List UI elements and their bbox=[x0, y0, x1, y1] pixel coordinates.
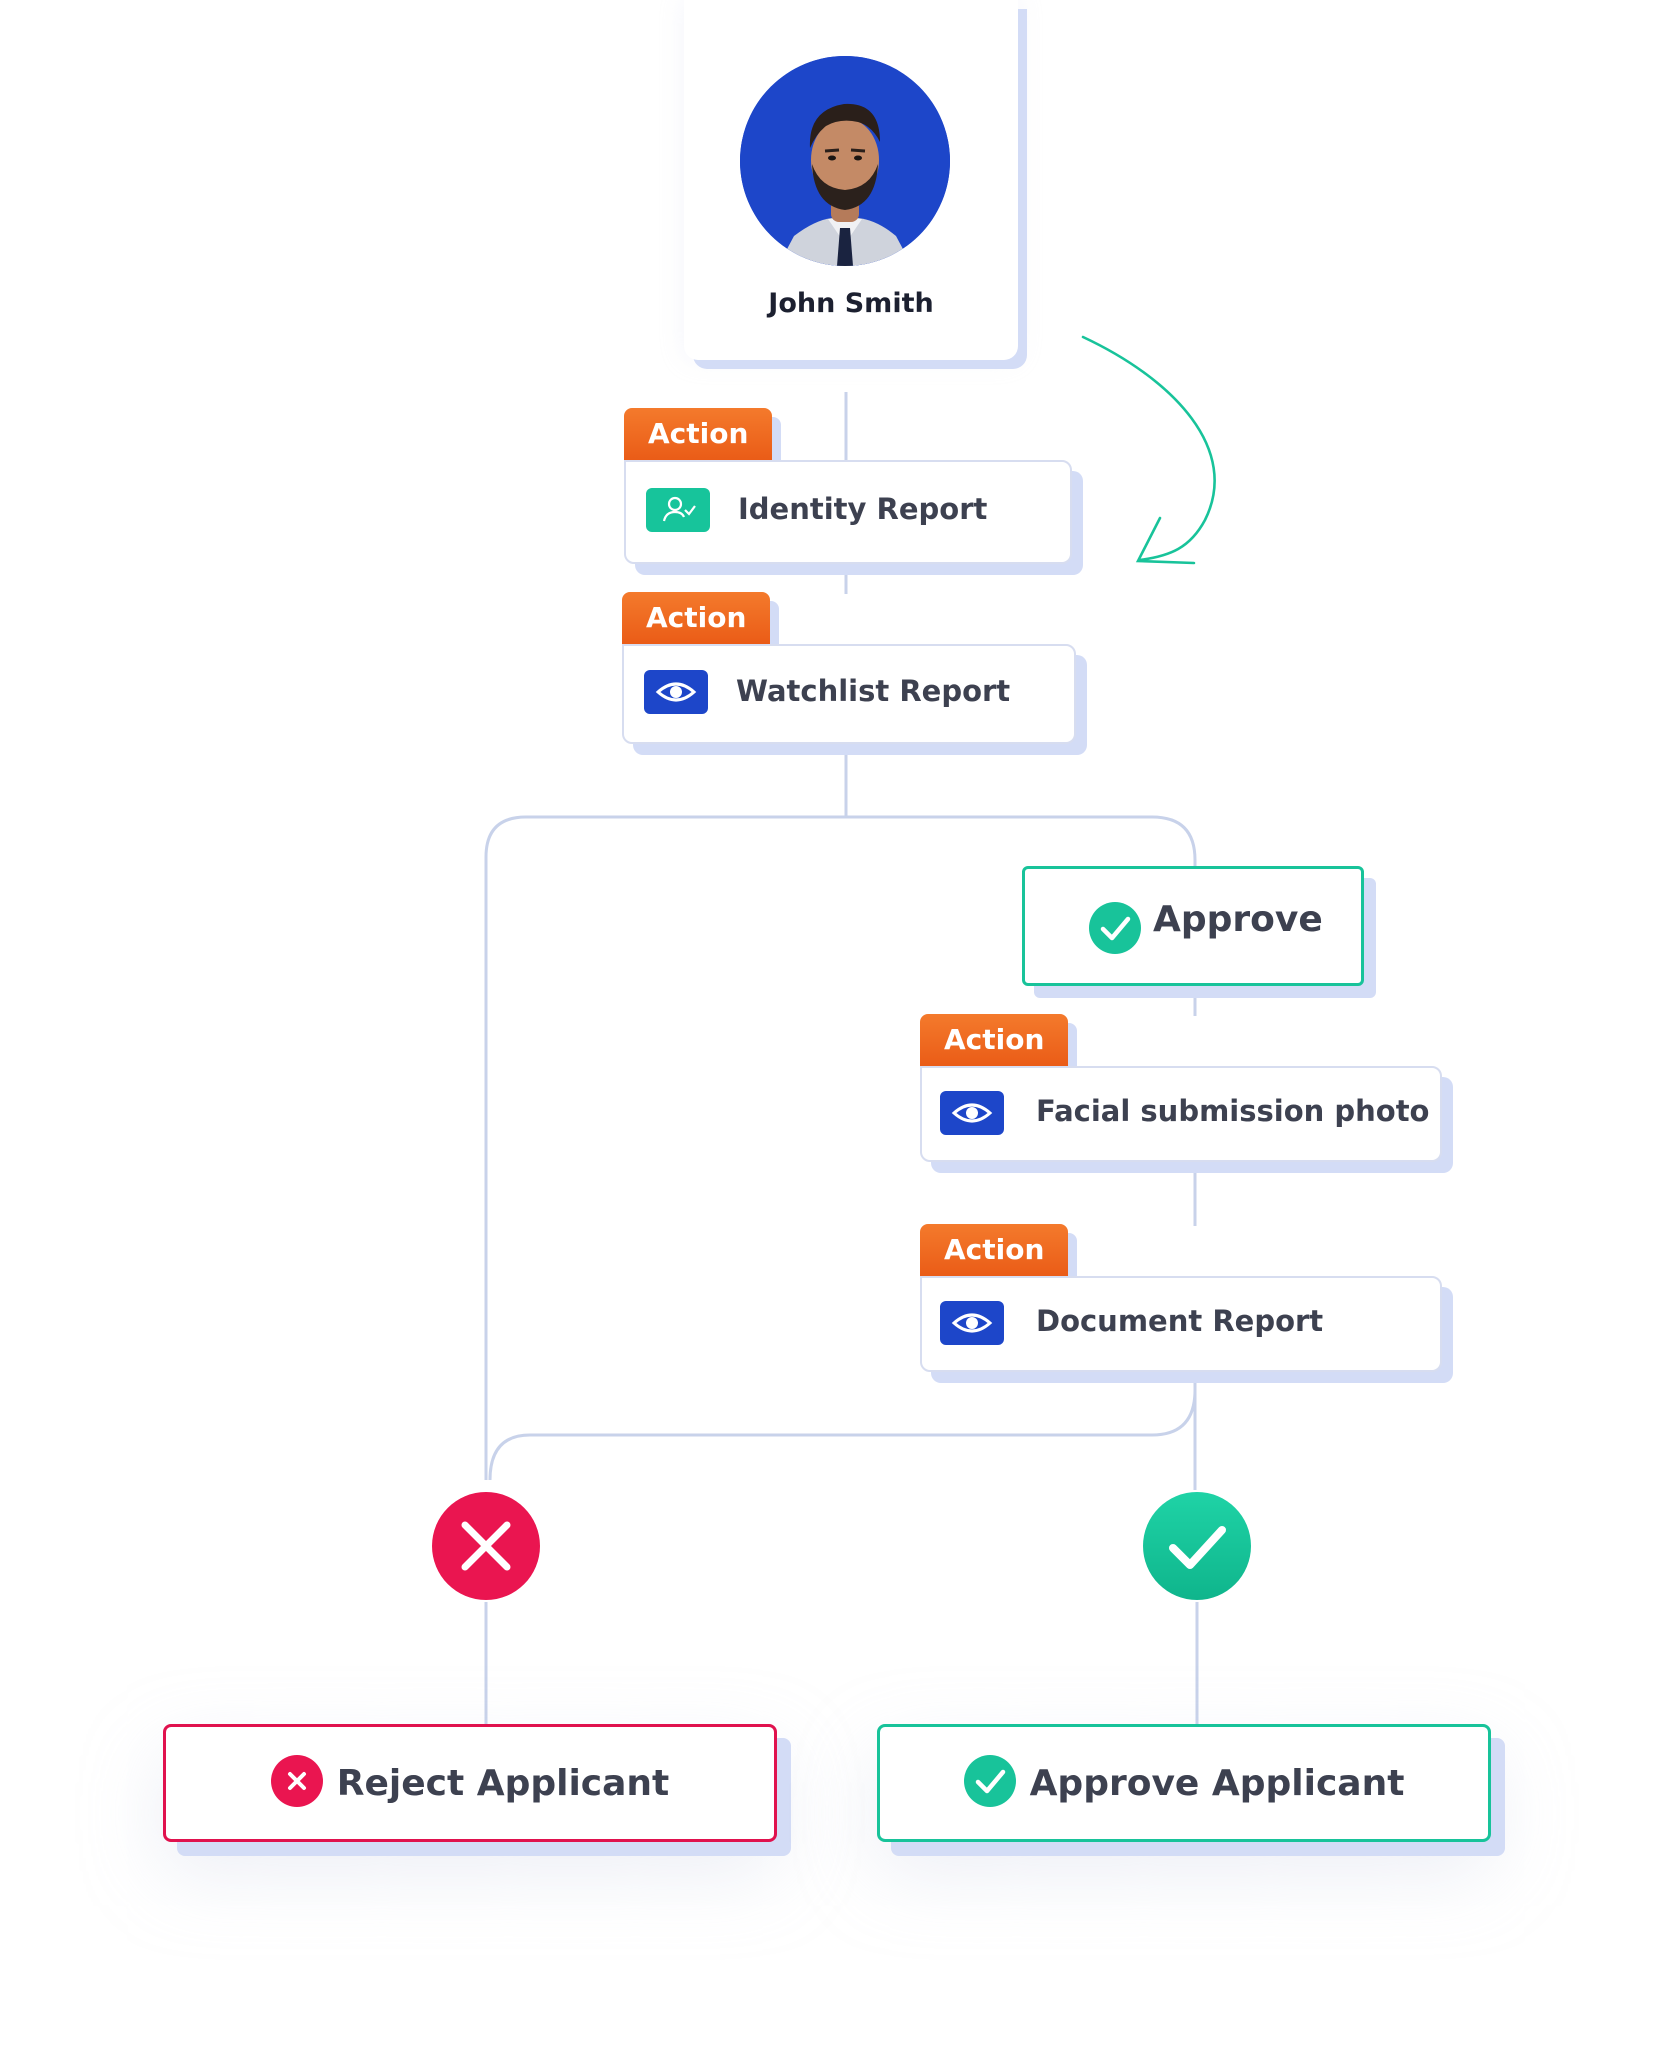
reject-applicant-button[interactable]: Reject Applicant bbox=[163, 1724, 777, 1842]
identity-report-label: Identity Report bbox=[738, 492, 988, 526]
facial-submission-label: Facial submission photo bbox=[1036, 1094, 1430, 1128]
action-tag-watchlist: Action bbox=[622, 592, 771, 644]
action-tag-facial: Action bbox=[920, 1014, 1069, 1066]
person-portrait-icon bbox=[740, 56, 950, 266]
check-circle-icon bbox=[963, 1755, 1016, 1811]
applicant-name: John Smith bbox=[768, 288, 934, 319]
approve-applicant-label: Approve Applicant bbox=[1029, 1762, 1405, 1804]
reject-decision-x-icon[interactable] bbox=[432, 1492, 540, 1600]
avatar bbox=[740, 56, 950, 266]
eye-icon bbox=[644, 670, 708, 714]
approve-applicant-button[interactable]: Approve Applicant bbox=[877, 1724, 1491, 1842]
check-circle-icon bbox=[1089, 902, 1141, 958]
user-check-icon bbox=[646, 488, 710, 532]
approve-decision-check-icon[interactable] bbox=[1143, 1492, 1251, 1600]
document-report-card[interactable]: Document Report bbox=[920, 1276, 1442, 1372]
approve-branch-node[interactable]: Approve bbox=[1022, 866, 1364, 986]
approve-label: Approve bbox=[1153, 899, 1323, 940]
watchlist-report-card[interactable]: Watchlist Report bbox=[622, 644, 1076, 744]
eye-icon bbox=[940, 1301, 1004, 1345]
facial-submission-card[interactable]: Facial submission photo bbox=[920, 1066, 1442, 1162]
reject-applicant-label: Reject Applicant bbox=[336, 1762, 670, 1804]
eye-icon bbox=[940, 1091, 1004, 1135]
identity-report-card[interactable]: Identity Report bbox=[624, 460, 1072, 564]
action-tag-document: Action bbox=[920, 1224, 1069, 1276]
curved-arrow-icon bbox=[1081, 335, 1216, 565]
applicant-profile-card[interactable]: John Smith bbox=[684, 0, 1018, 360]
watchlist-report-label: Watchlist Report bbox=[736, 674, 1011, 708]
document-report-label: Document Report bbox=[1036, 1304, 1324, 1338]
action-tag-identity: Action bbox=[624, 408, 773, 460]
x-circle-icon bbox=[270, 1755, 323, 1811]
